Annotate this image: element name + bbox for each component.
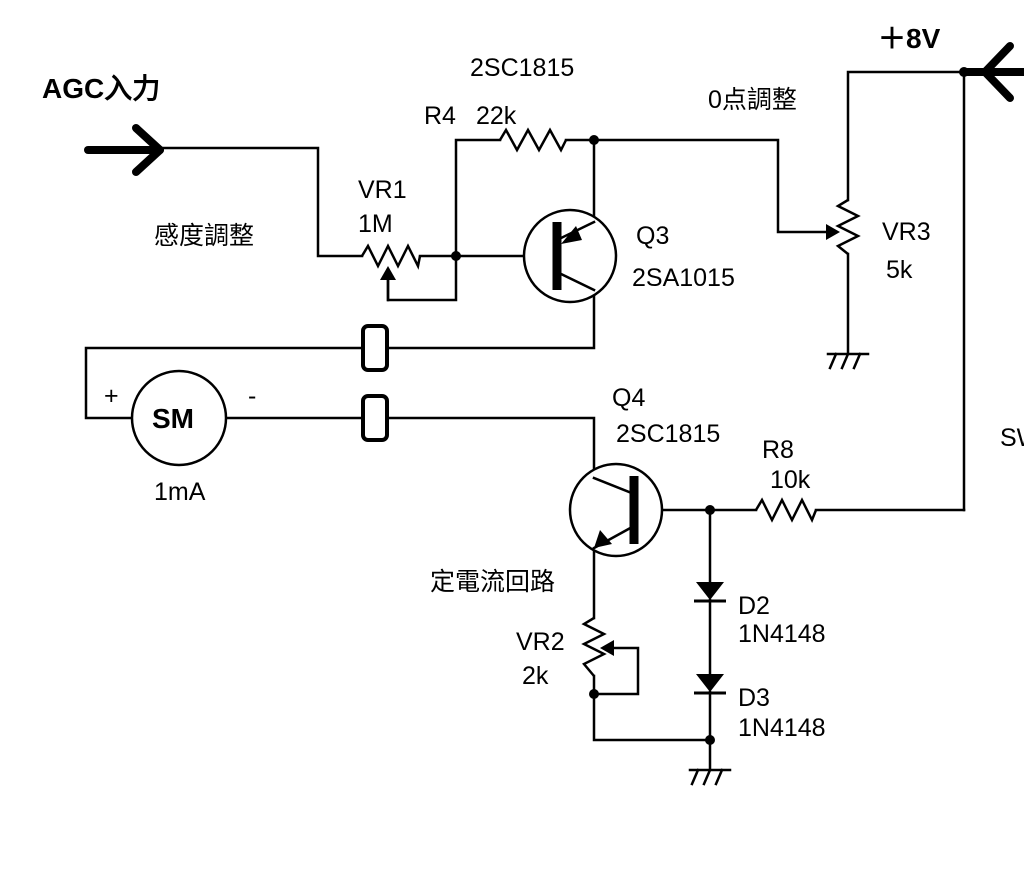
zero-adjust-label: 0点調整 (708, 86, 797, 114)
supply-arrow (962, 42, 1024, 102)
vr3-potentiometer (826, 198, 861, 255)
vr3-value-label: 5k (886, 256, 913, 284)
connector-top (361, 324, 389, 372)
d3-diode (694, 674, 726, 695)
q1-part-label: 2SC1815 (470, 54, 574, 82)
wires (84, 70, 966, 770)
ground-bottom (688, 768, 732, 786)
d3-part-label: 1N4148 (738, 714, 826, 742)
meter (130, 369, 228, 467)
r4-resistor (498, 127, 568, 153)
meter-value-label: 1mA (154, 478, 206, 506)
junctions (451, 67, 969, 745)
sw-label: SW (1000, 424, 1024, 452)
vr3-ref-label: VR3 (882, 218, 931, 246)
sensitivity-adjust-label: 感度調整 (154, 222, 254, 250)
q3-part-label: 2SA1015 (632, 264, 735, 292)
q4-ref-label: Q4 (612, 384, 645, 412)
q4-part-label: 2SC1815 (616, 420, 720, 448)
ground-vr3 (826, 352, 870, 370)
agc-input-arrow (84, 124, 164, 176)
minus-sign: - (248, 382, 256, 410)
vr2-ref-label: VR2 (516, 628, 565, 656)
r8-value-label: 10k (770, 466, 811, 494)
connector-bottom (361, 394, 389, 442)
vr1-potentiometer (360, 243, 422, 302)
d2-diode (694, 582, 726, 603)
vr2-potentiometer (581, 616, 614, 677)
vr1-ref-label: VR1 (358, 176, 407, 204)
d3-ref-label: D3 (738, 684, 770, 712)
vr1-value-label: 1M (358, 210, 393, 238)
supply-label: ＋8V (878, 23, 941, 54)
r8-ref-label: R8 (762, 436, 794, 464)
r4-value-label: 22k (476, 102, 517, 130)
vr2-value-label: 2k (522, 662, 549, 690)
plus-sign: + (104, 382, 119, 410)
q3-transistor (522, 208, 618, 304)
r4-ref-label: R4 (424, 102, 456, 130)
r8-resistor (754, 497, 818, 524)
agc-input-label: AGC入力 (42, 73, 160, 104)
q4-transistor (568, 462, 664, 558)
d2-part-label: 1N4148 (738, 620, 826, 648)
constant-current-label: 定電流回路 (430, 568, 555, 596)
meter-symbol: SM (152, 403, 194, 434)
d2-ref-label: D2 (738, 592, 770, 620)
q3-ref-label: Q3 (636, 222, 669, 250)
